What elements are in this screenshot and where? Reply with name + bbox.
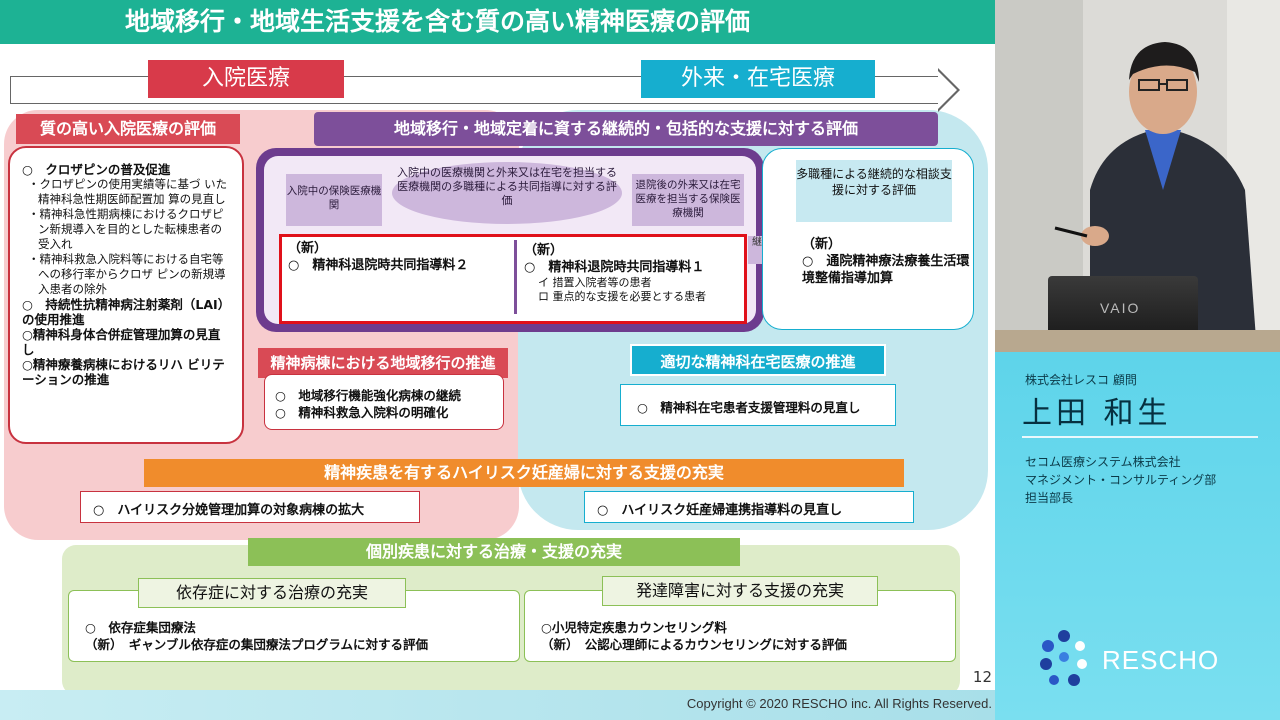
- ward-line-2: ○ 精神科救急入院料の明確化: [275, 405, 449, 420]
- pregnancy-left-box: ○ ハイリスク分娩管理加算の対象病棟の拡大: [80, 491, 420, 523]
- new-badge: （新）: [288, 241, 328, 256]
- quality-box: ○ クロザピンの普及促進 ・クロザピンの使用実績等に基づ いた精神科急性期医師配…: [8, 146, 244, 444]
- home-care-box: ○ 精神科在宅患者支援管理料の見直し: [620, 384, 896, 426]
- discharge-guidance-2: （新） ○ 精神科退院時共同指導料２: [288, 240, 508, 274]
- discharge-guidance-1-sub-b: ロ 重点的な支援を必要とする患者: [538, 290, 707, 303]
- highlight-divider: [514, 240, 517, 314]
- region-header: 地域移行・地域定着に資する継続的・包括的な支援に対する評価: [314, 112, 938, 146]
- new-badge: （新）: [524, 243, 564, 258]
- info-divider: [1022, 436, 1258, 438]
- ward-line-1: ○ 地域移行機能強化病棟の継続: [275, 388, 461, 403]
- quality-item-clozapine: ○ クロザピンの普及促進: [22, 162, 171, 177]
- quality-header: 質の高い入院医療の評価: [16, 114, 240, 144]
- footer-bar: [0, 690, 995, 720]
- page-number: 12: [972, 668, 992, 686]
- copyright: Copyright © 2020 RESCHO inc. All Rights …: [686, 696, 992, 711]
- development-header: 発達障害に対する支援の充実: [602, 576, 878, 606]
- pregnancy-right-box: ○ ハイリスク妊産婦連携指導料の見直し: [584, 491, 914, 523]
- outpatient-label: 外来・在宅医療: [641, 60, 875, 98]
- discharge-guidance-1-name: ○ 精神科退院時共同指導料１: [524, 260, 705, 275]
- discharge-guidance-2-name: ○ 精神科退院時共同指導料２: [288, 258, 469, 273]
- quality-item-rehab: ○精神療養病棟におけるリハ ビリテーションの推進: [22, 357, 225, 387]
- pregnancy-header: 精神疾患を有するハイリスク妊産婦に対する支援の充実: [144, 459, 904, 487]
- laptop-logo: VAIO: [1100, 300, 1141, 316]
- quality-sub-1: ・クロザピンの使用実績等に基づ いた精神科急性期医師配置加 算の見直し: [28, 177, 228, 206]
- discharge-guidance-1-sub-a: イ 措置入院者等の患者: [538, 276, 652, 289]
- outpatient-item-name: ○ 通院精神療法療養生活環境整備指導加算: [802, 254, 970, 286]
- slide: 地域移行・地域生活支援を含む質の高い精神医療の評価 入院医療 外来・在宅医療 質…: [0, 0, 995, 720]
- consult-box: 多職種による継続的な相談支援に対する評価: [796, 160, 952, 222]
- inpatient-label: 入院医療: [148, 60, 344, 98]
- dependence-line-1: ○ 依存症集団療法: [85, 620, 196, 635]
- home-care-header: 適切な精神科在宅医療の推進: [630, 344, 886, 376]
- quality-item-lai: ○ 持続性抗精神病注射薬剤（LAI）の使用推進: [22, 297, 231, 327]
- slide-title: 地域移行・地域生活支援を含む質の高い精神医療の評価: [0, 0, 995, 44]
- timeline-arrow-head-fill: [938, 71, 957, 109]
- new-badge: （新）: [802, 237, 842, 252]
- speaker-affiliation: セコム医療システム株式会社 マネジメント・コンサルティング部 担当部長: [1025, 453, 1265, 507]
- highlight-frame: [279, 234, 747, 324]
- speaker-name: 上田 和生: [1022, 396, 1172, 431]
- quality-sub-2: ・精神科急性期病棟におけるクロザピン新規導入を目的とした転棟患者の受入れ: [28, 207, 224, 251]
- ward-header: 精神病棟における地域移行の推進: [258, 348, 508, 378]
- speaker-company: 株式会社レスコ 顧問: [1025, 373, 1137, 387]
- multi-agency-ellipse: 入院中の医療機関と外来又は在宅を担当する医療機関の多職種による共同指導に対する評…: [392, 162, 622, 224]
- ward-box: ○ 地域移行機能強化病棟の継続 ○ 精神科救急入院料の明確化: [264, 374, 504, 430]
- dependence-header: 依存症に対する治療の充実: [138, 578, 406, 608]
- rescho-logo-text: RESCHO: [1102, 645, 1220, 675]
- affiliation-line-2: マネジメント・コンサルティング部: [1025, 473, 1217, 487]
- laptop: [1048, 276, 1198, 340]
- discharge-insurer-box: 退院後の外来又は在宅医療を担当する保険医療機関: [632, 174, 744, 226]
- development-line-2: （新） 公認心理師によるカウンセリングに対する評価: [541, 637, 847, 652]
- affiliation-line-1: セコム医療システム株式会社: [1025, 455, 1181, 469]
- development-line-1: ○小児特定疾患カウンセリング料: [541, 620, 727, 635]
- inpatient-insurer-box: 入院中の保険医療機関: [286, 174, 382, 226]
- affiliation-line-3: 担当部長: [1025, 491, 1074, 505]
- speaker-info-panel: [995, 352, 1280, 720]
- quality-item-physical: ○精神科身体合併症管理加算の見直し: [22, 327, 221, 357]
- desk: [995, 330, 1280, 352]
- quality-sub-3: ・精神科救急入院料等における自宅等への移行率からクロザ ピンの新規導入患者の除外: [28, 252, 226, 296]
- rescho-logo-icon: [1040, 630, 1087, 686]
- disease-header: 個別疾患に対する治療・支援の充実: [248, 538, 740, 566]
- outpatient-item: （新） ○ 通院精神療法療養生活環境整備指導加算: [802, 236, 970, 287]
- discharge-guidance-1: （新） ○ 精神科退院時共同指導料１ イ 措置入院者等の患者 ロ 重点的な支援を…: [524, 242, 744, 304]
- dependence-line-2: （新） ギャンブル依存症の集団療法プログラムに対する評価: [85, 637, 429, 652]
